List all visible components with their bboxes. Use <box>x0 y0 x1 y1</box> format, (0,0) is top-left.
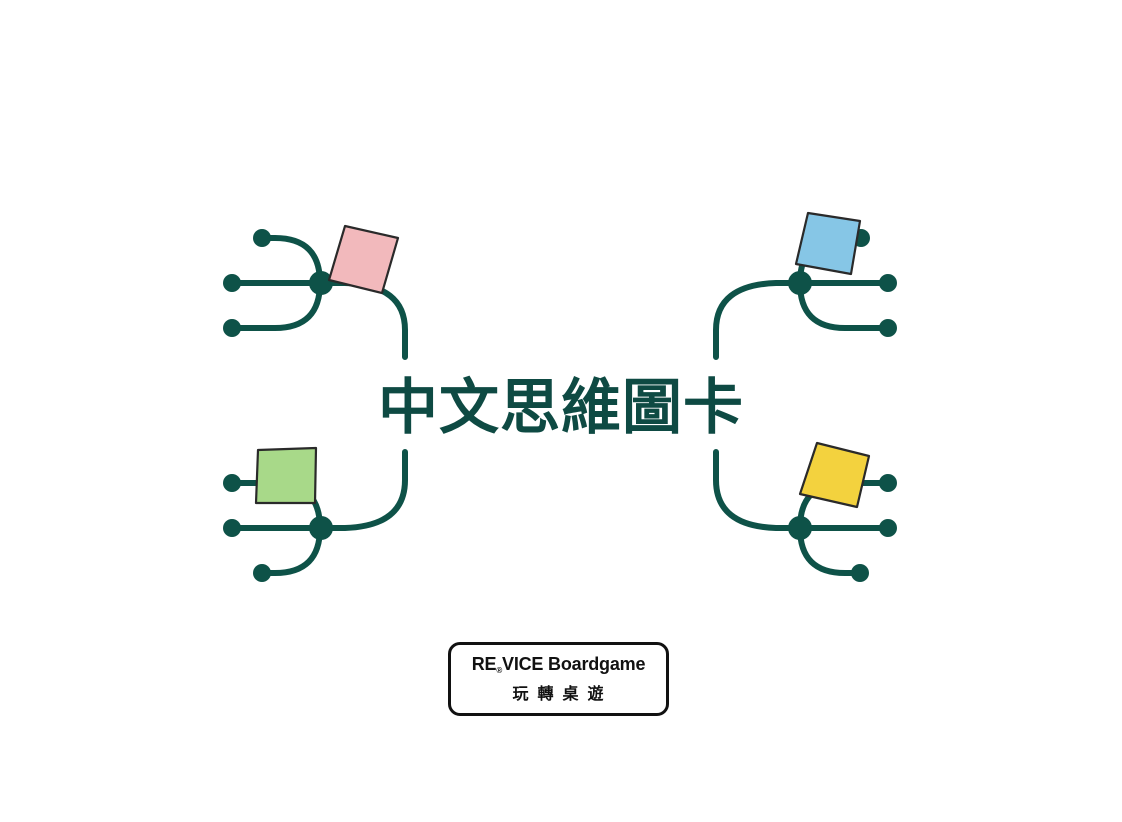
brand-prefix: RE <box>471 654 497 674</box>
leaf-node <box>223 474 241 492</box>
brand-suffix: VICE Boardgame <box>502 654 646 674</box>
mind-map-title: 中文思維圖卡 <box>378 373 744 443</box>
sticky-note-pink <box>327 224 400 295</box>
hub-node-bottom-left <box>309 516 333 540</box>
sticky-note-blue <box>794 211 862 276</box>
sticky-note-yellow <box>798 441 871 509</box>
brand-subtitle: 玩轉桌遊 <box>512 686 613 703</box>
brand-logo: RE®VICE Boardgame 玩轉桌遊 <box>448 642 669 716</box>
leaf-node <box>879 519 897 537</box>
leaf-node <box>223 519 241 537</box>
hub-node-top-right <box>788 271 812 295</box>
branch-top-right-twig-lower <box>797 280 891 331</box>
leaf-node <box>223 274 241 292</box>
sticky-note-green <box>254 446 318 505</box>
registered-mark: ® <box>496 666 503 675</box>
brand-name: RE®VICE Boardgame <box>451 654 666 675</box>
branch-top-right-trunk <box>713 280 803 360</box>
branch-bottom-right-trunk <box>713 449 803 531</box>
leaf-node <box>879 474 897 492</box>
leaf-node <box>879 274 897 292</box>
hub-node-top-left <box>309 271 333 295</box>
leaf-node <box>223 319 241 337</box>
leaf-node <box>253 229 271 247</box>
leaf-node <box>253 564 271 582</box>
leaf-node <box>851 564 869 582</box>
branch-top-left-twig-lower <box>229 280 323 331</box>
hub-node-bottom-right <box>788 516 812 540</box>
branch-top-left-trunk <box>317 280 408 360</box>
branch-bottom-left-trunk <box>317 449 408 531</box>
leaf-node <box>879 319 897 337</box>
